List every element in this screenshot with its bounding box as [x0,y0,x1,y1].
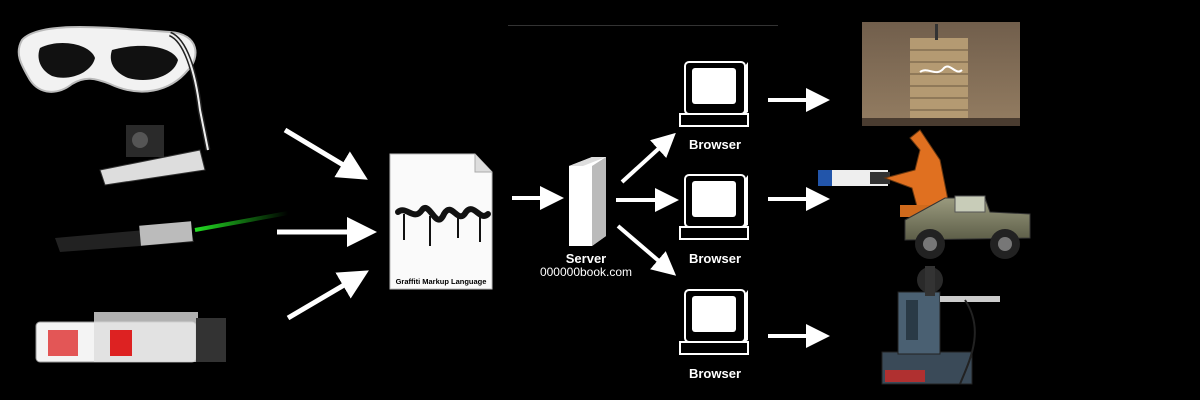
computer-icon [679,61,749,127]
arrow-glasses-to-gml [283,127,368,180]
server-icon [569,157,606,246]
computer-icon [679,174,749,240]
arrow-server-to-browser1 [620,132,676,184]
gml-caption: Graffiti Markup Language [395,277,487,286]
server-url: 000000book.com [539,265,633,279]
arrow-marker-to-gml [286,270,369,321]
graffiti-tag-icon [395,205,491,223]
server-label: Server [565,251,607,266]
marker-icon [35,312,226,363]
drawing-machine-icon [881,266,1000,385]
robot-arm-jeep-icon [818,129,1031,259]
browser-label: Browser [688,137,742,152]
top-divider [508,25,778,26]
gml-document-icon [389,153,493,290]
computer-icon [679,289,749,355]
arrow-server-to-browser3 [616,224,677,276]
eyewriter-glasses-icon [17,26,211,186]
browser-label: Browser [688,366,742,381]
building-projection-icon [862,22,1020,126]
browser-label: Browser [688,251,742,266]
laser-pointer-icon [55,211,289,252]
